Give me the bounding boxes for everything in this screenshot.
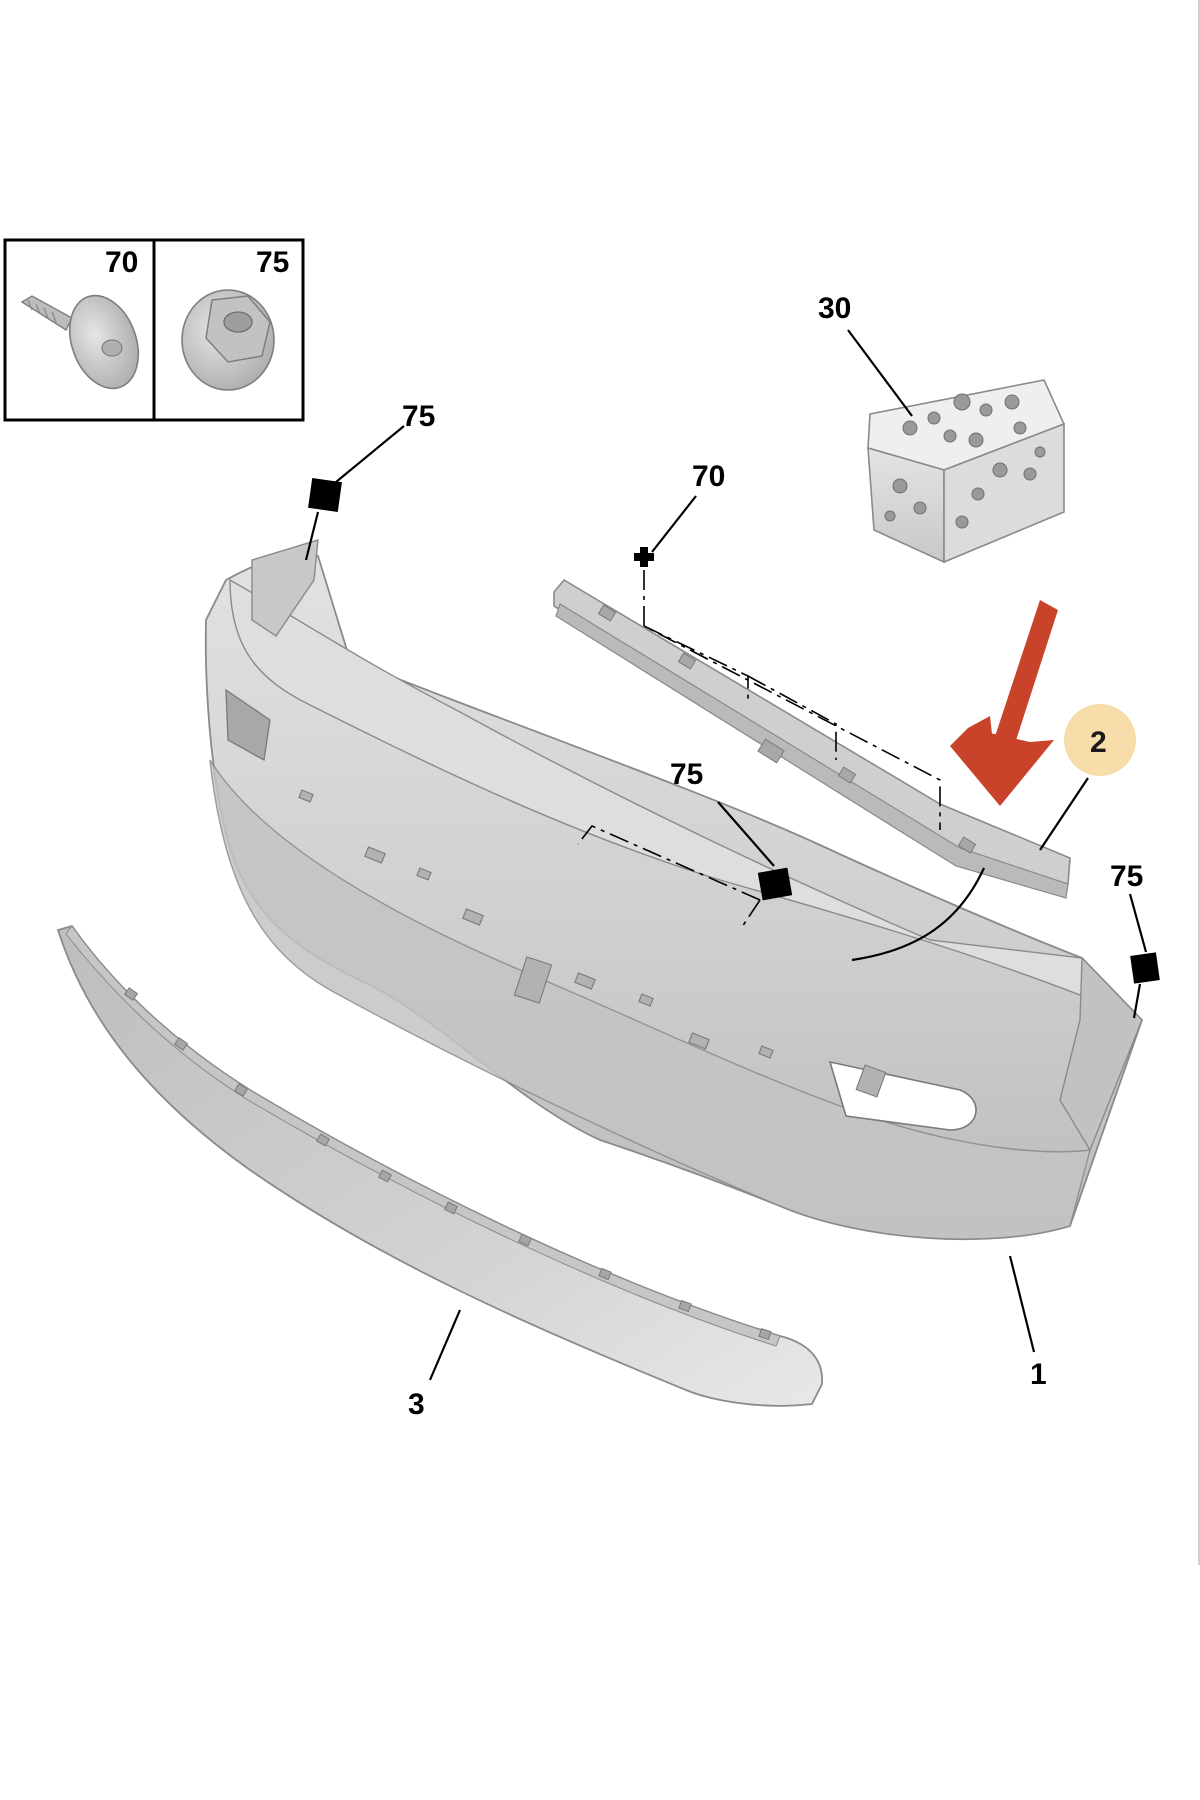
strip-attach-line: [851, 867, 985, 962]
bumper-callout: 1: [1030, 1358, 1047, 1391]
strip-callout: 2: [1090, 726, 1107, 759]
red-arrow-icon: [950, 600, 1058, 806]
clip-upper-left-callout: 75: [402, 400, 435, 433]
clip-marker-center: [757, 867, 793, 901]
screw-dash-lines: [643, 570, 941, 830]
bumper-cover: [204, 539, 1144, 1241]
clip-upper-left-leader: [335, 425, 405, 483]
clip-marker-right: [1130, 952, 1160, 984]
screw-marker-icon: [634, 547, 654, 567]
clip-center-dash: [577, 825, 761, 931]
kit-parts-icon: [884, 393, 1046, 529]
lower-trim-strip: [56, 924, 823, 1407]
screw-callout: 70: [692, 460, 725, 493]
flange-nut-icon: [181, 289, 275, 391]
clip-marker-upper-left: [308, 478, 342, 512]
strip-tabs: [597, 604, 977, 854]
clip-right-callout: 75: [1110, 860, 1143, 893]
screw-leader-line: [651, 495, 697, 553]
fastener-inset: 70 75: [3, 238, 305, 422]
bumper-leader-line: [1008, 1255, 1036, 1353]
highlight-circle: [1064, 704, 1136, 776]
bumper-slots: [298, 789, 887, 1098]
clip-right-leader: [1128, 893, 1148, 953]
clip-right-link: [1132, 983, 1142, 1019]
clip-center-leader: [717, 801, 775, 867]
clip-upper-left-link: [304, 511, 320, 561]
page-edge: [1198, 0, 1200, 1565]
trim-tabs: [123, 987, 772, 1340]
fastener-kit-box: 30: [818, 292, 1066, 564]
clip-center-callout: 75: [670, 758, 703, 791]
inset-nut-callout: 75: [256, 246, 289, 279]
screw-icon: [20, 294, 140, 390]
strip-leader-line: [1039, 777, 1089, 851]
kit-leader-line: [847, 329, 913, 417]
kit-callout: 30: [818, 292, 851, 325]
mounting-strip: [553, 578, 1071, 899]
inset-screw-callout: 70: [105, 246, 138, 279]
trim-leader-line: [428, 1309, 462, 1381]
trim-callout: 3: [408, 1388, 425, 1421]
